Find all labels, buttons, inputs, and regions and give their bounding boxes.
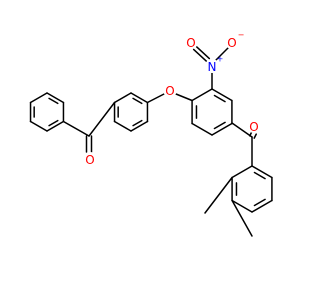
bond-layer [29,45,273,237]
atom-o-nitro-left: O [184,35,198,50]
ring-c-inner-double-bond-0 [213,121,226,130]
ring-c-bond-4 [211,88,233,102]
ring-b-bond-1 [113,120,132,132]
ring-d-inner-double-bond-4 [253,171,266,180]
ring-c-inner-double-bond-4 [213,94,226,103]
ring-a-inner-double-bond-4 [48,97,59,105]
atom-o-nitro-right-label: O [227,36,236,50]
bond-methyl-3 [204,176,233,214]
bond-nitro-n-o-double-a [195,45,211,60]
bond-ring-b-ether-o [146,93,165,104]
ring-b-inner-double-bond-4 [132,97,143,105]
ring-a-bond-0 [46,120,65,132]
bond-carbonyl-ring-b [88,101,116,137]
ring-a-bond-3 [29,92,48,104]
atom-o-ether-label: O [165,84,174,98]
ring-d-bond-3 [231,165,253,179]
atom-o-nitro-right-charge: − [238,31,245,40]
ring-d-inner-double-bond-0 [253,198,266,207]
ring-d-bond-0 [251,199,273,213]
atom-o-nitro-right: O − [225,31,245,50]
atom-o-ketone-right: O [247,119,261,134]
ring-b-bond-4 [130,92,149,104]
ring-d-bond-4 [251,165,273,179]
ring-c-bond-1 [191,122,213,136]
molecule-structure-canvas: O O N + O O − O [29,31,273,237]
atom-o-ketone-left-label: O [85,153,94,167]
ring-d-bond-1 [231,199,253,213]
atom-o-ether: O [163,83,177,98]
bond-nitro-n-o-single [215,47,229,61]
bond-ring-a-carbonyl [62,120,90,137]
atom-o-ketone-left: O [83,152,97,167]
ring-c-bond-3 [191,88,213,102]
bond-methyl-4 [231,199,253,237]
ring-b-bond-3 [113,92,132,104]
bond-right-c-o-double-a [253,133,257,139]
ring-a-bond-1 [29,120,48,132]
bond-ring-c-carbonyl [231,122,253,138]
ring-b-bond-0 [130,120,149,132]
atom-label-layer: O O N + O O − O [83,31,261,167]
ring-c-bond-0 [211,122,233,136]
ring-a-inner-double-bond-0 [48,119,59,127]
ring-b-inner-double-bond-0 [132,119,143,127]
bond-nitro-n-o-double-b [192,48,208,63]
atom-n-nitro: N + [205,55,224,74]
bond-right-c-o-double-b [249,131,253,137]
atom-n-nitro-label: N [208,60,217,74]
atom-o-ketone-right-label: O [249,120,258,134]
atom-o-nitro-left-label: O [186,36,195,50]
atom-n-nitro-charge: + [217,55,224,64]
bond-ether-o-ring-c [175,93,193,102]
molecule-structure: O O N + O O − O [29,31,273,237]
ring-a-bond-4 [46,92,65,104]
